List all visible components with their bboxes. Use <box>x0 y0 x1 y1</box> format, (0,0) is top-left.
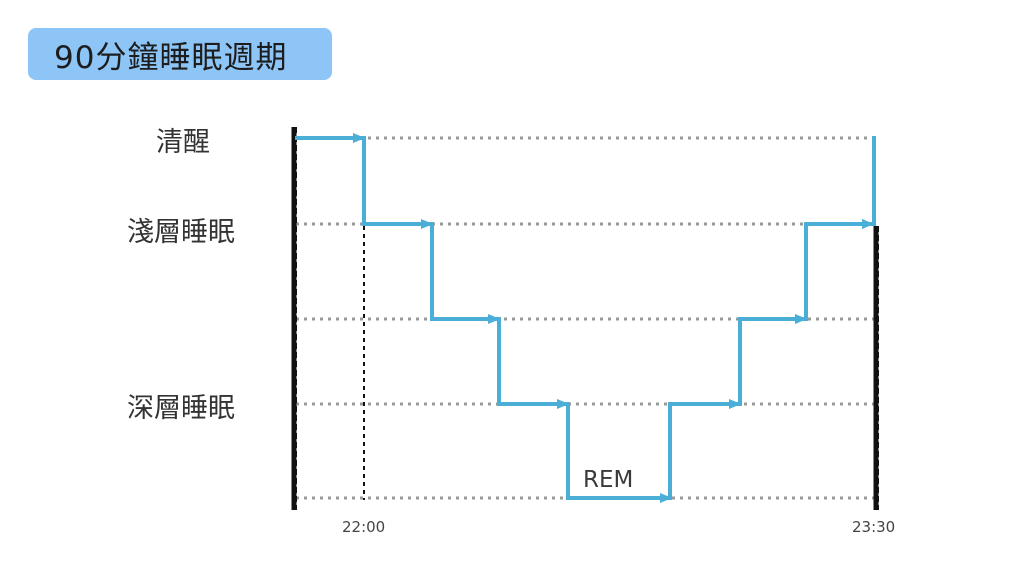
rem-label: REM <box>583 467 634 493</box>
level-label-deep-sleep: 深層睡眠 <box>127 393 235 424</box>
page-title: 90分鐘睡眠週期 <box>28 28 332 80</box>
level-label-light-sleep: 淺層睡眠 <box>127 217 235 248</box>
right-axis <box>873 226 879 510</box>
level-label-awake: 清醒 <box>156 127 210 158</box>
time-label-start: 22:00 <box>342 518 386 536</box>
sleep-stage-path <box>295 138 876 498</box>
left-axis <box>291 127 297 510</box>
time-label-end: 23:30 <box>852 518 896 536</box>
